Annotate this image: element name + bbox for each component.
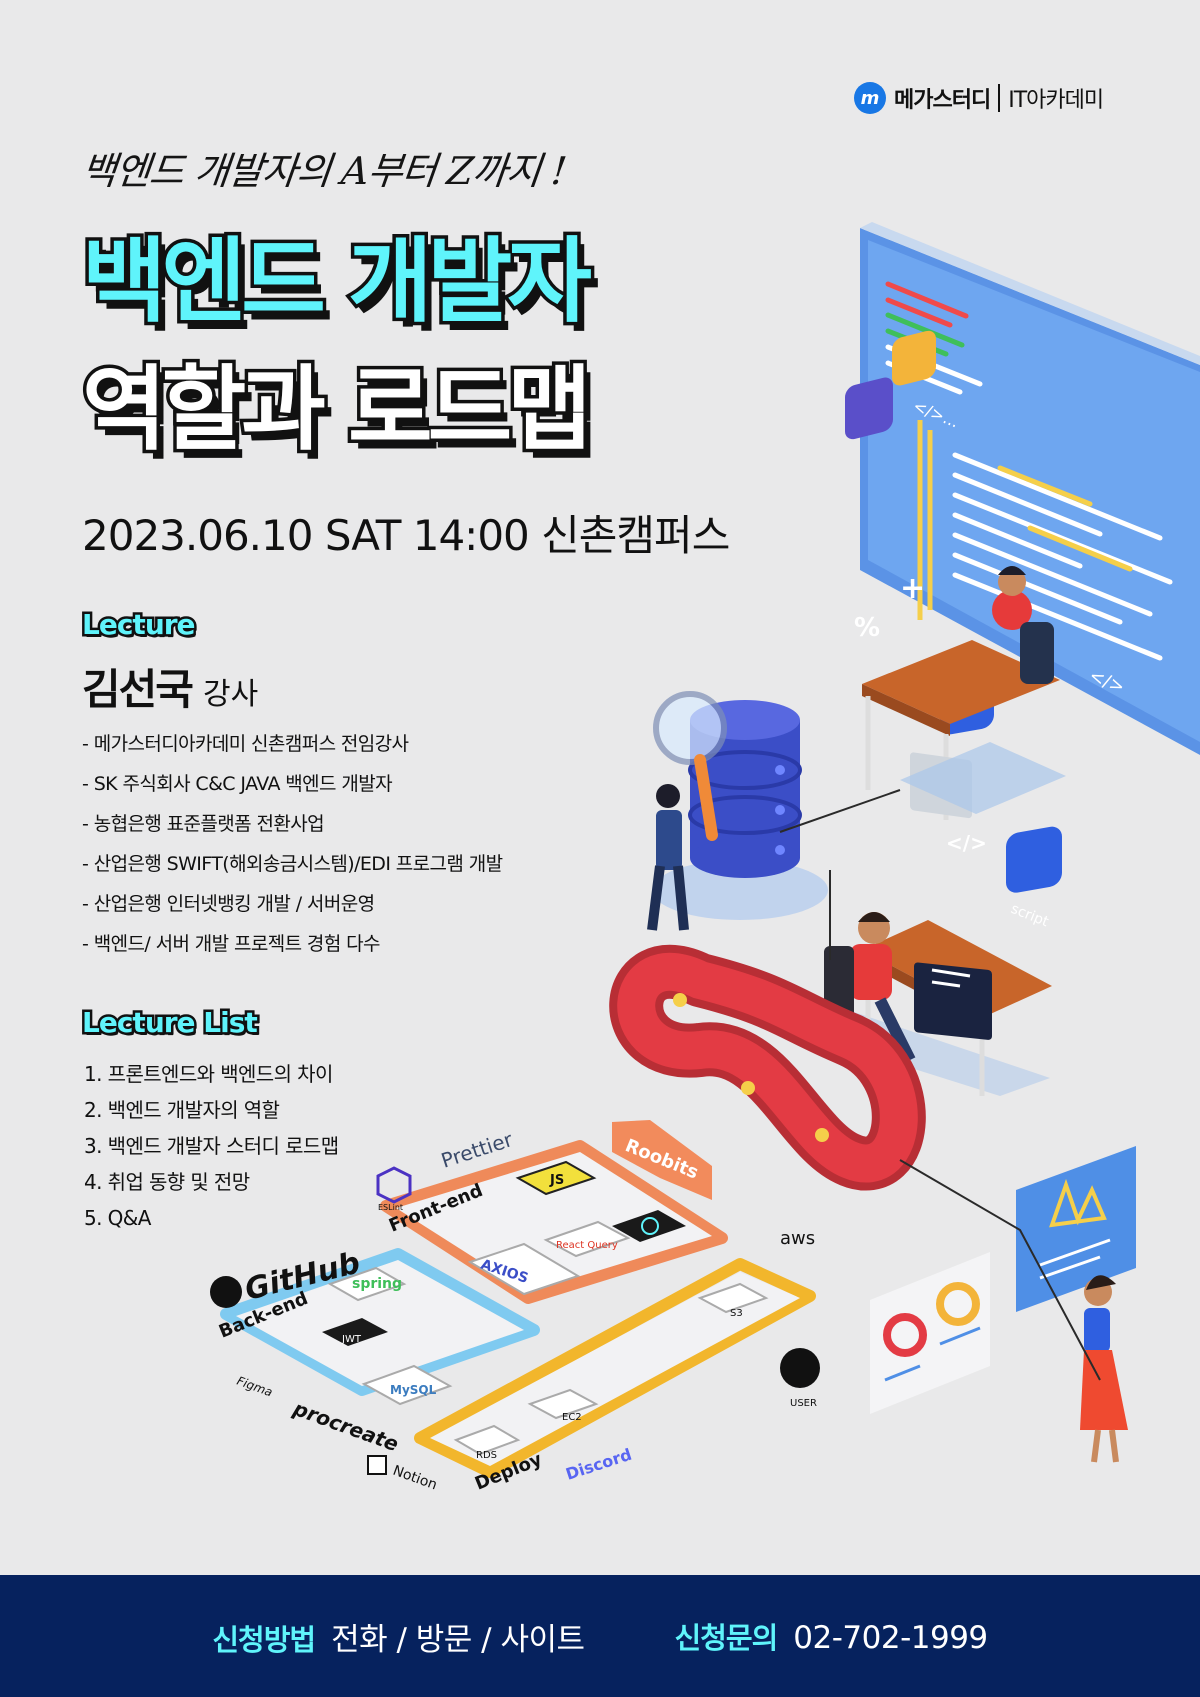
script-chip-icon: script [1006, 826, 1062, 931]
dashboard-panel [870, 1146, 1136, 1463]
lecture-list-label: Lecture List [80, 1004, 261, 1042]
career-item: - SK 주식회사 C&C JAVA 백엔드 개발자 [82, 773, 393, 795]
notion-logo: Notion [391, 1463, 440, 1494]
s3-node: S3 [730, 1308, 743, 1319]
deploy-group: Deploy RDS EC2 S3 USER aws [414, 1228, 820, 1495]
inquiry-phone[interactable]: 02-702-1999 [793, 1620, 988, 1656]
jwt-node: JWT [341, 1334, 362, 1345]
logo-divider [998, 84, 1001, 112]
rds-node: RDS [476, 1450, 497, 1461]
brand-logo: m 메가스터디 IT아카데미 [854, 80, 1104, 116]
mysql-node: MySQL [390, 1383, 437, 1397]
lecture-list: 1. 프론트엔드와 백엔드의 차이 2. 백엔드 개발자의 역할 3. 백엔드 … [84, 1056, 339, 1236]
inquiry: 신청문의 02-702-1999 [674, 1615, 989, 1657]
react-query-node: React Query [556, 1240, 618, 1251]
svg-text:</>: </> [946, 831, 987, 855]
inquiry-label: 신청문의 [674, 1621, 779, 1655]
database-icon [647, 691, 828, 931]
career-item: - 메가스터디아카데미 신촌캠퍼스 전임강사 [82, 733, 409, 755]
svg-text:+: + [900, 571, 925, 606]
backend-group: Back-end spring JWT MySQL [216, 1248, 540, 1406]
github-icon [210, 1276, 242, 1308]
career-item: - 산업은행 인터넷뱅킹 개발 / 서버운영 [82, 893, 375, 915]
roadmap-illustration: </>... </> % + </> script [210, 222, 1200, 1495]
percent-chip-icon: % [845, 377, 893, 643]
logo-mark-icon: m [854, 82, 886, 114]
speaker-name: 김선국 [82, 665, 194, 714]
connector-lines [779, 789, 1101, 1381]
apply-method-label: 신청방법 [212, 1622, 316, 1657]
developer-desk-top [862, 566, 1066, 820]
discord-logo: Discord [563, 1445, 634, 1484]
apply-method-value: 전화 / 방문 / 사이트 [331, 1621, 585, 1658]
svg-text:%: % [854, 613, 880, 643]
svg-text:script: script [1009, 901, 1052, 931]
js-node: JS [549, 1173, 564, 1188]
title-line-1: 백엔드 개발자 [79, 228, 596, 335]
lecture-item: 3. 백엔드 개발자 스터디 로드맵 [84, 1134, 339, 1158]
frontend-group: Front-end JS React Query AXIOS [380, 1140, 728, 1304]
lecture-item: 4. 취업 동향 및 전망 [84, 1170, 250, 1194]
spring-node: spring [352, 1276, 402, 1292]
code-screen: </>... </> [860, 222, 1200, 755]
eslint-logo: ESLint [378, 1203, 403, 1212]
lecture-item: 5. Q&A [84, 1206, 151, 1230]
career-list: - 메가스터디아카데미 신촌캠퍼스 전임강사 - SK 주식회사 C&C JAV… [82, 724, 503, 964]
ec2-node: EC2 [562, 1412, 582, 1423]
lecture-label: Lecture [80, 606, 199, 644]
title-line-2: 역할과 로드맵 [79, 356, 596, 463]
user-node: USER [790, 1398, 817, 1409]
infinity-loop-icon [609, 944, 926, 1191]
aws-logo: aws [780, 1228, 815, 1249]
procreate-logo: procreate [289, 1396, 401, 1456]
career-item: - 산업은행 SWIFT(해외송금시스템)/EDI 프로그램 개발 [82, 853, 503, 875]
apply-method: 신청방법 전화 / 방문 / 사이트 [212, 1614, 585, 1659]
logo-sub: IT아카데미 [1008, 88, 1104, 113]
footer-bar: 신청방법 전화 / 방문 / 사이트 신청문의 02-702-1999 [0, 1575, 1200, 1697]
lecture-item: 1. 프론트엔드와 백엔드의 차이 [84, 1062, 333, 1086]
figma-logo: Figma [235, 1374, 274, 1400]
lecture-item: 2. 백엔드 개발자의 역할 [84, 1098, 280, 1122]
event-datetime: 2023.06.10 SAT 14:00 신촌캠퍼스 [82, 511, 730, 560]
plus-chip-icon: + [892, 330, 936, 606]
speaker-role: 강사 [203, 677, 259, 712]
speaker: 김선국 강사 [82, 656, 258, 717]
career-item: - 농협은행 표준플랫폼 전환사업 [82, 813, 325, 835]
logo-brand: 메가스터디 [894, 88, 991, 113]
career-item: - 백엔드/ 서버 개발 프로젝트 경험 다수 [82, 933, 381, 955]
